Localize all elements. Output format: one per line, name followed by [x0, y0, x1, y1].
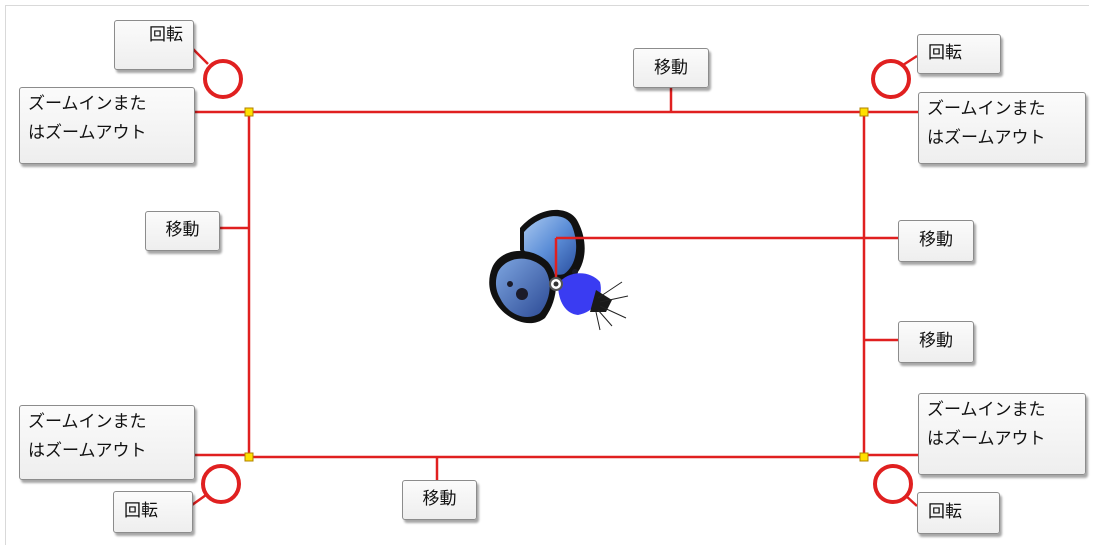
rotate-label-top-right: 回転 [917, 34, 1001, 74]
move-label-bottom: 移動 [402, 480, 477, 520]
move-label-top: 移動 [633, 48, 709, 88]
butterfly-image [489, 209, 629, 331]
rotate-handle-top-right [871, 59, 911, 99]
rotate-label-bottom-right: 回転 [917, 492, 1000, 534]
zoom-label-line1: ズームインまた [927, 99, 1046, 119]
move-label-right: 移動 [898, 321, 974, 363]
zoom-label-bottom-right: ズームインまた はズームアウト [918, 393, 1086, 475]
zoom-label-bottom-left: ズームインまた はズームアウト [19, 405, 195, 480]
zoom-label-line1: ズームインまた [28, 94, 147, 114]
zoom-label-line2: はズームアウト [28, 123, 147, 143]
scale-handle-bottom-right [859, 452, 869, 462]
zoom-label-top-left: ズームインまた はズームアウト [19, 87, 195, 164]
pivot-point-icon[interactable] [549, 277, 563, 291]
zoom-label-line1: ズームインまた [28, 412, 147, 432]
scale-handle-top-left [244, 107, 254, 117]
move-label-left: 移動 [145, 211, 220, 251]
move-label-pivot: 移動 [898, 220, 974, 262]
rotate-handle-bottom-left [201, 464, 241, 504]
scale-handle-top-right [859, 107, 869, 117]
rotate-handle-bottom-right [873, 464, 913, 504]
zoom-label-line2: はズームアウト [927, 128, 1046, 148]
callout-connectors [191, 47, 918, 507]
rotate-label-top-left: 回転 [114, 20, 194, 70]
bounding-box[interactable] [247, 110, 866, 459]
rotate-handles[interactable] [201, 59, 913, 504]
zoom-label-line2: はズームアウト [28, 441, 147, 461]
rotate-label-bottom-left: 回転 [113, 491, 193, 533]
zoom-label-line1: ズームインまた [927, 400, 1046, 420]
rotate-handle-top-left [203, 59, 243, 99]
scale-handle-bottom-left [244, 452, 254, 462]
scale-handles[interactable] [244, 107, 869, 462]
zoom-label-top-right: ズームインまた はズームアウト [918, 92, 1086, 164]
zoom-label-line2: はズームアウト [927, 429, 1046, 449]
